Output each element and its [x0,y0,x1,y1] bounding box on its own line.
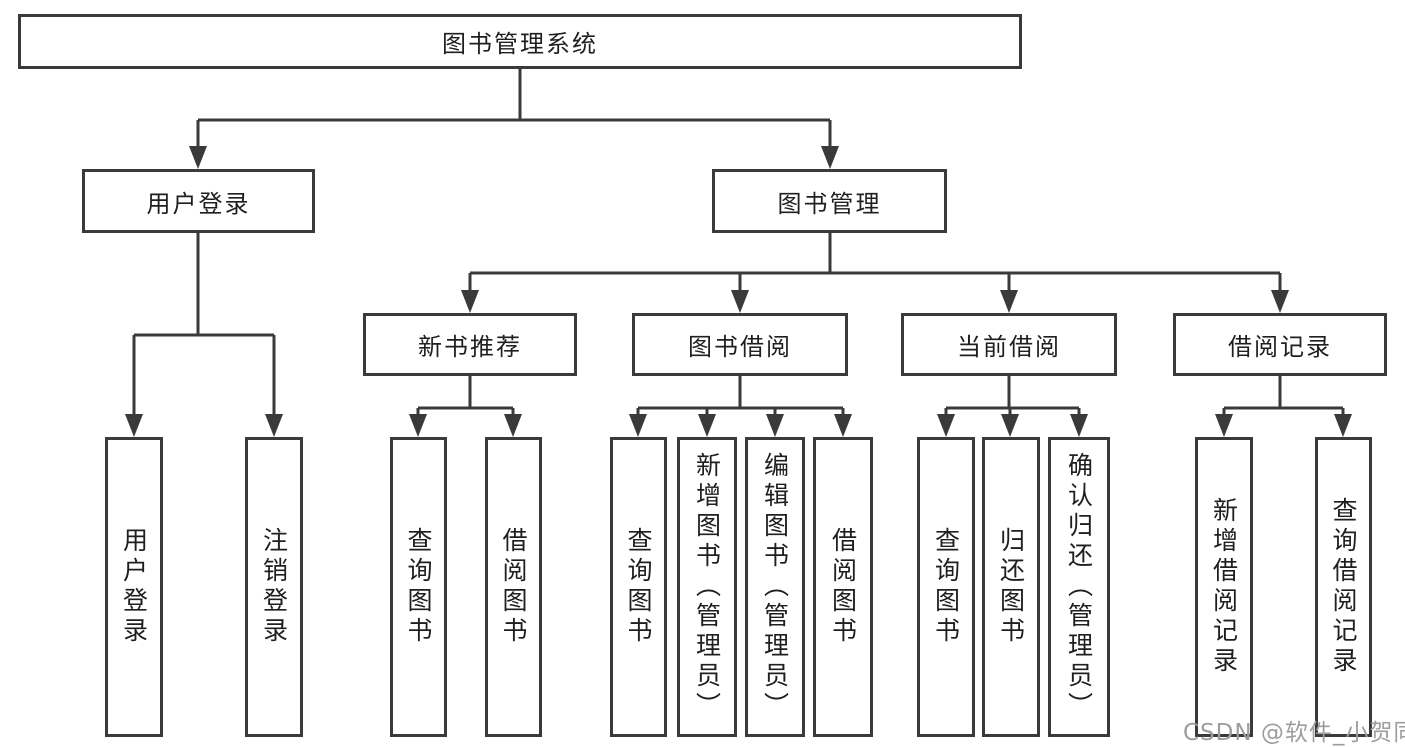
node-label: 图书管理系统 [442,30,598,58]
leaf-user-login: 用户登录 [105,437,163,737]
leaf-add-book-admin: 新增图书（管理员） [677,437,737,737]
node-book-borrowing: 图书借阅 [632,313,848,376]
node-label: 新书推荐 [418,333,522,361]
node-label: 图书借阅 [688,333,792,361]
leaf-edit-book-admin: 编辑图书（管理员） [745,437,805,737]
arrowheads [125,146,1352,437]
node-label: 借阅图书 [828,527,858,647]
node-label: 借阅记录 [1228,333,1332,361]
node-label: 查询图书 [624,527,653,647]
node-label: 查询图书 [404,527,433,647]
node-label: 归还图书 [996,527,1026,647]
node-current-borrowing: 当前借阅 [901,313,1117,376]
leaf-borrow-book-2: 借阅图书 [813,437,873,737]
node-label: 当前借阅 [957,333,1061,361]
node-book-management: 图书管理 [712,169,947,233]
node-library-system: 图书管理系统 [18,14,1022,69]
node-label: 查询借阅记录 [1329,497,1358,677]
leaf-add-borrow-record: 新增借阅记录 [1195,437,1253,737]
node-label: 查询图书 [931,527,961,647]
node-label: 注销登录 [259,527,289,647]
leaf-query-book-1: 查询图书 [390,437,447,737]
leaf-borrow-book-1: 借阅图书 [485,437,542,737]
node-label: 新增借阅记录 [1209,497,1239,677]
node-label: 借阅图书 [499,527,528,647]
node-label: 编辑图书（管理员） [760,452,790,722]
leaf-logout: 注销登录 [245,437,303,737]
node-borrowing-records: 借阅记录 [1173,313,1387,376]
node-user-login: 用户登录 [82,169,315,233]
node-label: 用户登录 [146,189,251,218]
node-label: 确认归还（管理员） [1064,452,1094,722]
leaf-query-book-2: 查询图书 [610,437,667,737]
leaf-query-book-3: 查询图书 [917,437,975,737]
node-label: 图书管理 [777,189,882,218]
leaf-query-borrow-record: 查询借阅记录 [1315,437,1372,737]
node-label: 用户登录 [119,527,149,647]
leaf-return-book: 归还图书 [982,437,1040,737]
leaf-confirm-return-admin: 确认归还（管理员） [1048,437,1110,737]
node-new-book-recommend: 新书推荐 [363,313,577,376]
watermark: CSDN @软件_小贺同学 [1183,720,1405,746]
node-label: 新增图书（管理员） [692,452,722,722]
